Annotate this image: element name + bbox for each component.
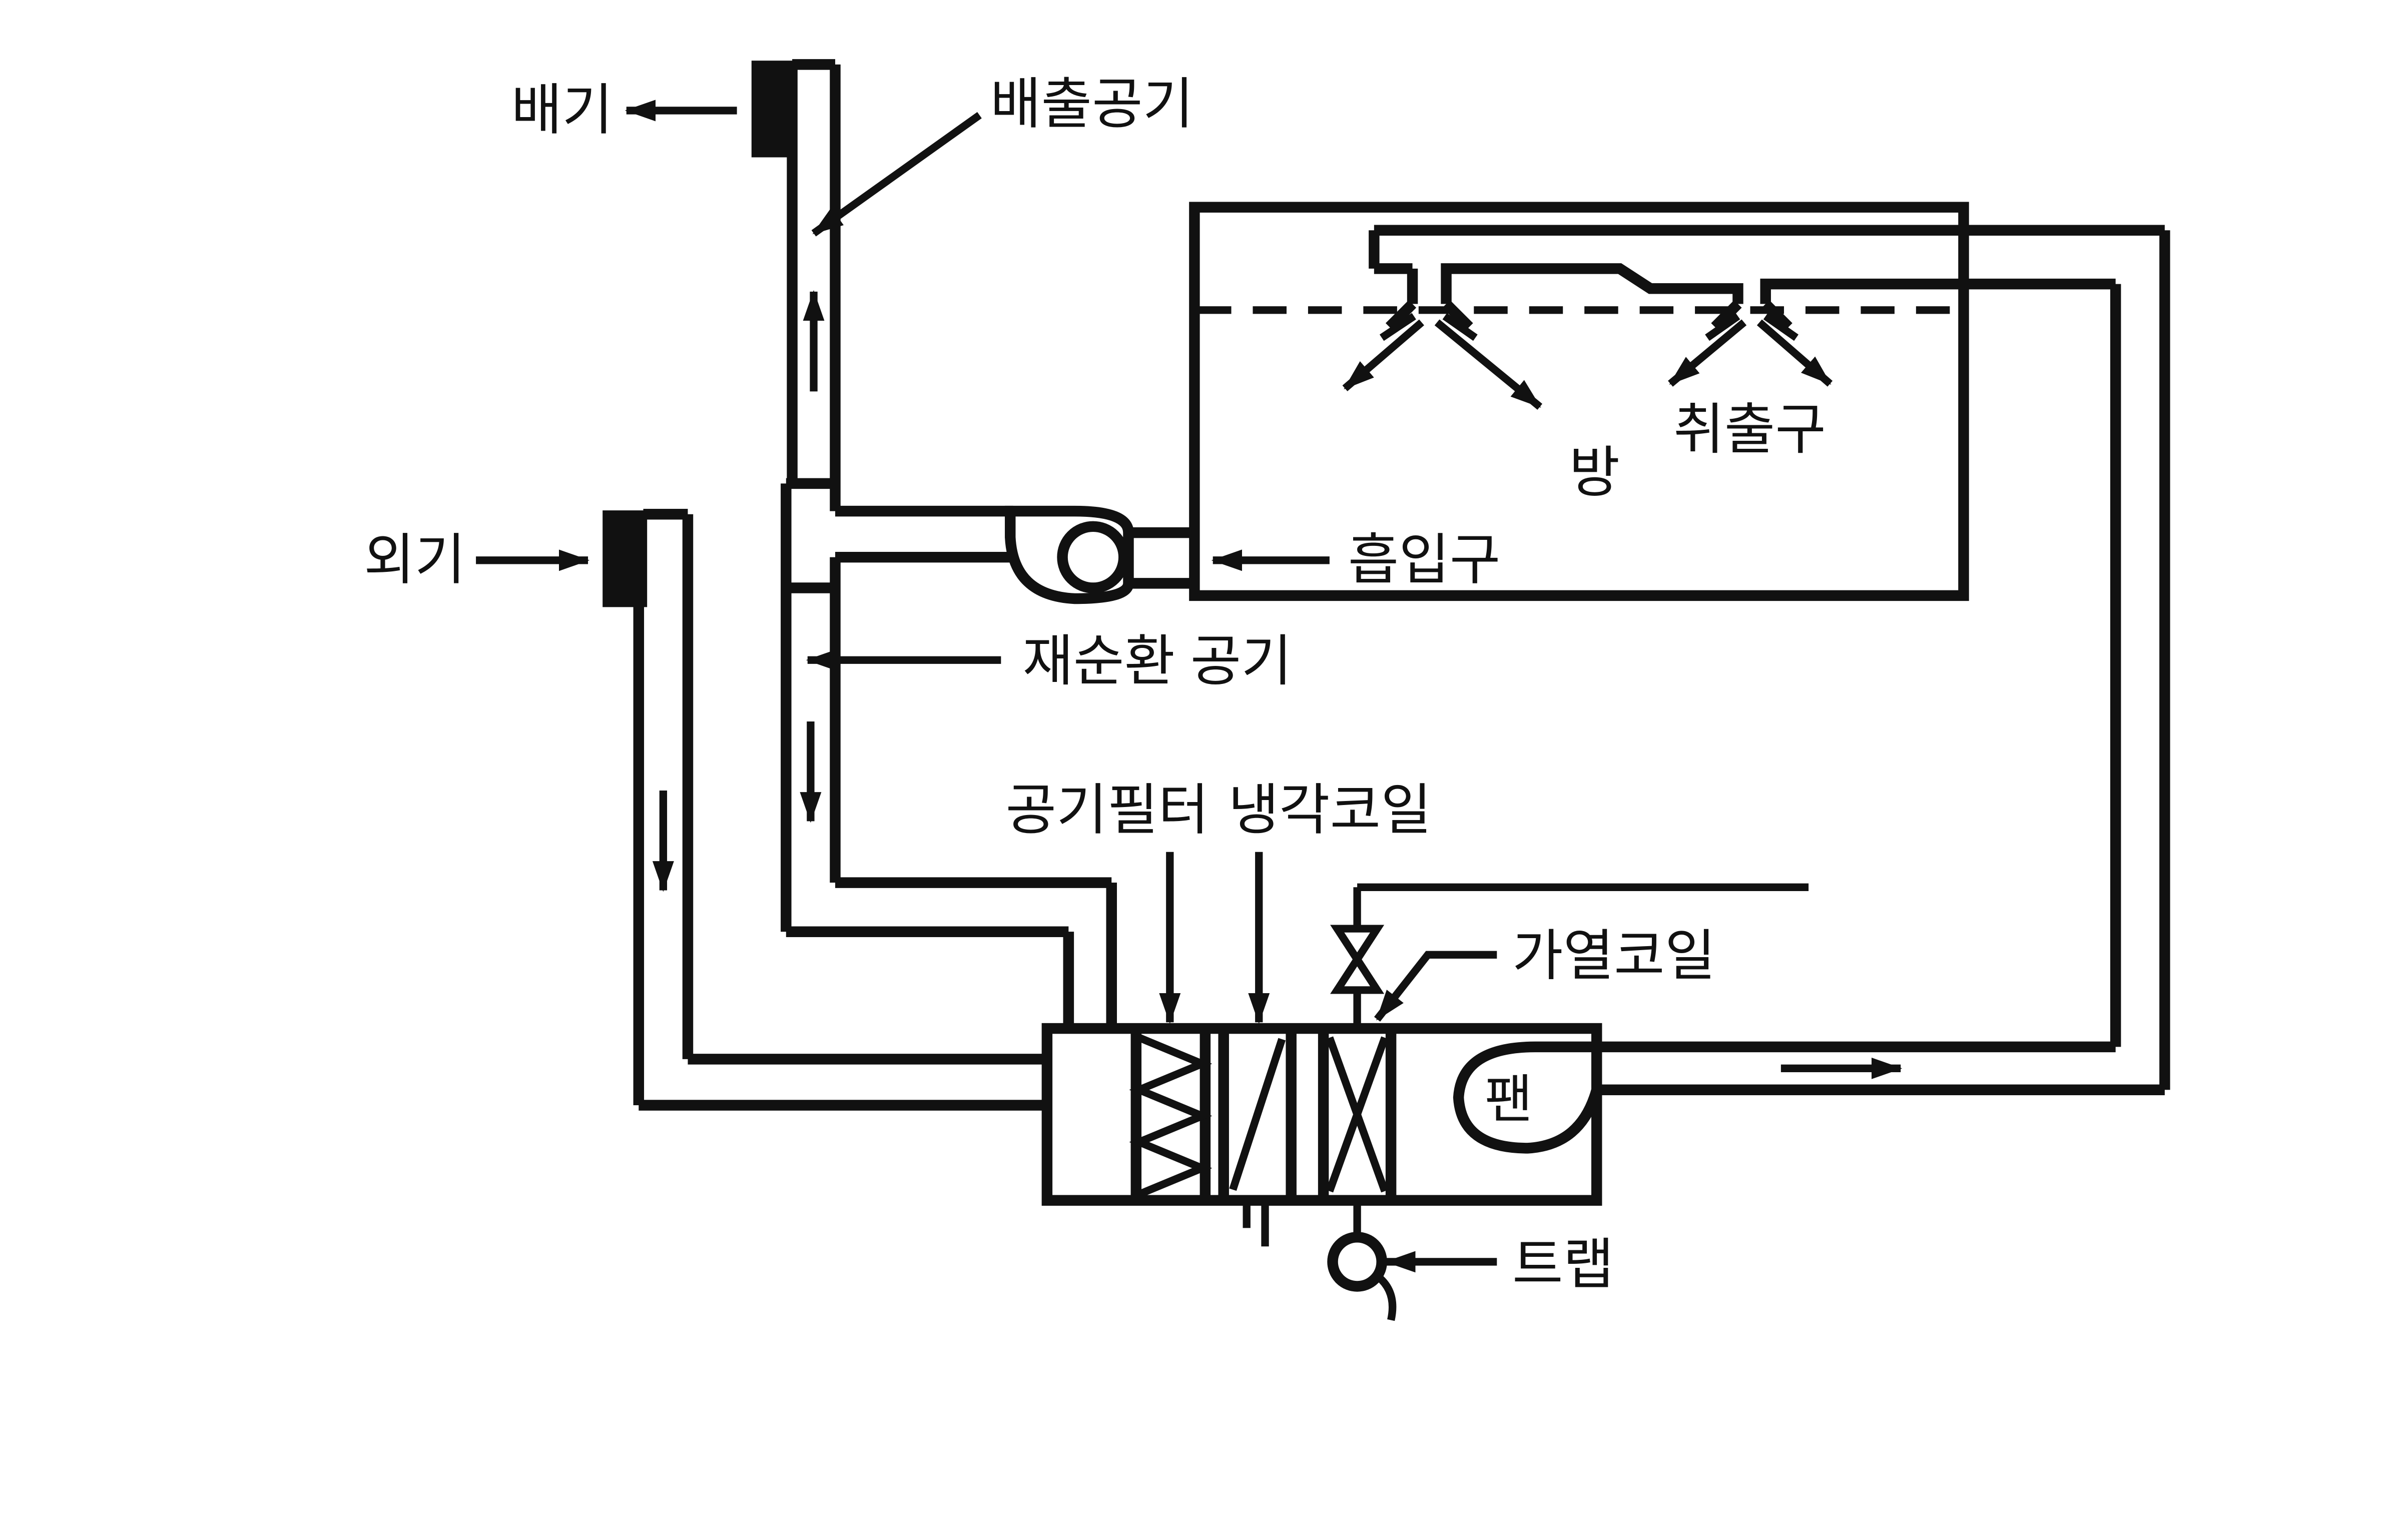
cooling-coil-icon bbox=[1218, 1028, 1297, 1201]
label-supply-outlet: 취출구 bbox=[1673, 399, 1826, 460]
valve-icon bbox=[1330, 925, 1385, 994]
diffuser-2-arrow-right bbox=[1756, 319, 1833, 387]
label-heating-coil: 가열코일 bbox=[1512, 925, 1715, 987]
label-outdoor-air: 외기 bbox=[364, 529, 465, 591]
outdoor-air-louver bbox=[603, 510, 648, 607]
supply-fan-icon bbox=[1453, 1041, 1602, 1154]
return-fan-icon bbox=[1005, 505, 1134, 604]
heating-coil-icon bbox=[1318, 1028, 1397, 1201]
diffuser-1-arrow-left bbox=[1342, 319, 1424, 392]
return-branch-duct bbox=[835, 505, 1194, 589]
label-exhaust: 배기 bbox=[511, 80, 613, 141]
diffuser-2-arrow-left bbox=[1668, 319, 1747, 387]
supply-diffuser-2 bbox=[1705, 300, 1798, 341]
drain-pipe bbox=[1243, 1200, 1361, 1247]
label-fan: 팬 bbox=[1485, 1071, 1533, 1129]
heating-coil-leader bbox=[1374, 951, 1497, 1022]
air-filter-icon bbox=[1129, 1028, 1213, 1201]
room bbox=[1189, 202, 1969, 601]
label-room: 방 bbox=[1569, 442, 1620, 503]
outdoor-air-duct bbox=[633, 509, 1047, 1111]
trap-icon bbox=[1327, 1232, 1397, 1321]
supply-duct bbox=[1369, 225, 2170, 1096]
label-recirculated-air: 재순환 공기 bbox=[1022, 630, 1292, 692]
exhaust-louver bbox=[751, 61, 796, 158]
label-exhaust-air: 배출공기 bbox=[990, 73, 1193, 135]
label-trap: 트랩 bbox=[1512, 1234, 1614, 1295]
return-exhaust-duct bbox=[781, 59, 1117, 1029]
label-air-filter: 공기필터 bbox=[1006, 780, 1209, 841]
diffuser-1-arrow-right bbox=[1434, 319, 1543, 410]
supply-diffuser-1 bbox=[1379, 300, 1478, 341]
label-cooling-coil: 냉각코일 bbox=[1228, 780, 1431, 841]
exhaust-air-leader bbox=[811, 112, 982, 237]
label-intake: 흡입구 bbox=[1348, 529, 1501, 591]
